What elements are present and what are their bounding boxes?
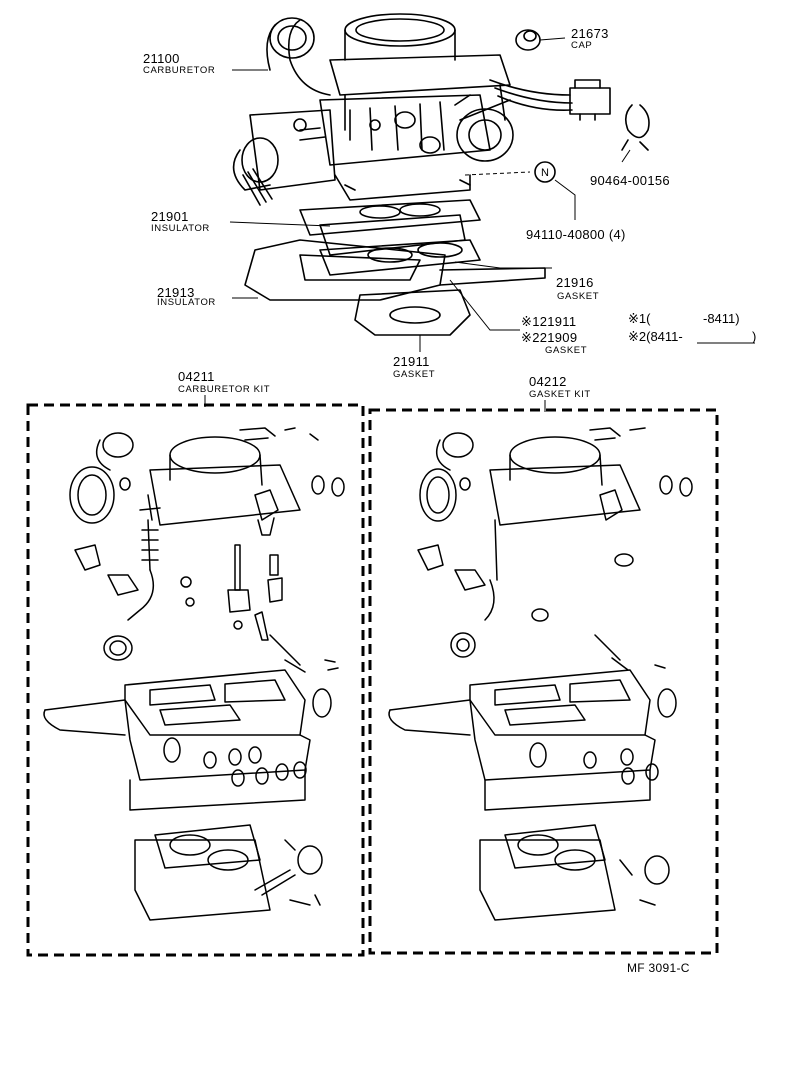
kit-number-04212: 04212 xyxy=(529,374,567,389)
carburetor-drawing xyxy=(232,13,611,206)
kit-number-04211: 04211 xyxy=(178,369,215,384)
gasket-21911-drawing xyxy=(354,289,471,336)
part-number-94110-40800: 94110-40800 (4) xyxy=(526,227,626,242)
gasket-21916-drawing xyxy=(319,239,481,276)
callout-marker-letter: N xyxy=(541,167,549,179)
part-number-21911: 21911 xyxy=(393,354,430,369)
part-name-insulator-21913: INSULATOR xyxy=(157,297,216,308)
part-number-21909: ※221909 xyxy=(521,330,578,345)
note-2-range: ) xyxy=(752,329,757,344)
cap-drawing xyxy=(515,29,541,51)
part-name-gasket-21916: GASKET xyxy=(557,291,600,302)
insulator-21901-drawing xyxy=(299,199,481,256)
insulator-21913-drawing xyxy=(244,239,546,301)
callout-marker-circle xyxy=(534,161,556,183)
part-number-21673: 21673 xyxy=(571,26,609,41)
leader-lines xyxy=(229,37,631,352)
gasket-kit-drawing xyxy=(388,427,693,921)
part-name-cap: CAP xyxy=(571,40,593,51)
part-name-gasket-21911: GASKET xyxy=(393,369,436,380)
figure-code: MF 3091-C xyxy=(627,961,690,975)
carburetor-kit-box xyxy=(26,403,365,957)
part-number-90464-00156: 90464-00156 xyxy=(590,173,670,188)
part-number-21911-variant: ※121911 xyxy=(521,314,577,329)
note-2-mark: ※2(8411- xyxy=(628,329,683,344)
kit-name-gasket-kit: GASKET KIT xyxy=(529,389,591,400)
carburetor-kit-drawing xyxy=(43,427,345,921)
part-number-21913: 21913 xyxy=(157,285,195,300)
part-number-21901: 21901 xyxy=(151,209,189,224)
part-number-21916: 21916 xyxy=(556,275,594,290)
note-1-range: -8411) xyxy=(703,311,740,326)
part-name-carburetor: CARBURETOR xyxy=(143,65,216,76)
part-name-gasket-21909: GASKET xyxy=(545,345,588,356)
part-name-insulator-21901: INSULATOR xyxy=(151,223,210,234)
kit-name-carburetor-kit: CARBURETOR KIT xyxy=(178,384,271,395)
note-1-mark: ※1( xyxy=(628,311,651,326)
clip-drawing xyxy=(621,104,650,151)
part-number-21100: 21100 xyxy=(143,51,180,66)
gasket-kit-box xyxy=(368,408,719,955)
